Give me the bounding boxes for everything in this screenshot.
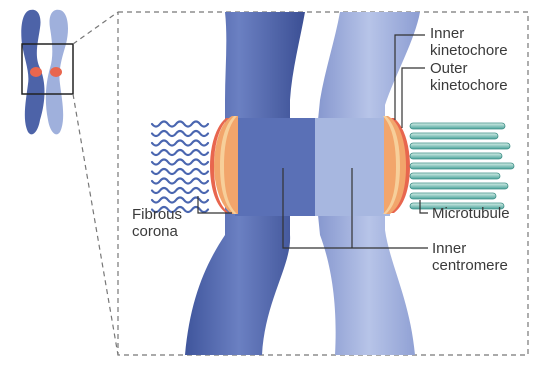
microtubule-label-text: Microtubule <box>432 205 510 222</box>
microtubule-strand <box>410 123 505 129</box>
inner-kinetochore-label-line2: kinetochore <box>430 42 508 59</box>
microtubule-strand <box>410 143 510 149</box>
outer-kinetochore-leader <box>402 68 425 128</box>
fibrous-corona-label: Fibrous corona <box>132 206 182 240</box>
inner-centromere-label: Inner centromere <box>432 240 508 274</box>
corona-fiber <box>152 122 208 127</box>
corona-fiber <box>152 188 208 193</box>
corona-fiber <box>152 198 208 203</box>
microtubule-label: Microtubule <box>432 205 510 222</box>
inner-kinetochore-label: Inner kinetochore <box>430 25 508 59</box>
centromere-dark-half <box>235 118 315 216</box>
inner-kinetochore-label-line1: Inner <box>430 25 508 42</box>
corona-fiber <box>152 179 208 184</box>
fibrous-corona <box>152 122 208 213</box>
inner-centromere-label-line2: centromere <box>432 257 508 274</box>
outer-kinetochore-label-line1: Outer <box>430 60 508 77</box>
microtubules <box>410 123 514 209</box>
corona-fiber <box>152 131 208 136</box>
microtubule-strand <box>410 153 502 159</box>
outer-kinetochore-label-line2: kinetochore <box>430 77 508 94</box>
corona-fiber <box>152 160 208 165</box>
fibrous-corona-label-line1: Fibrous <box>132 206 182 223</box>
microtubule-strand <box>410 193 496 199</box>
microtubule-strand <box>410 183 508 189</box>
fibrous-corona-label-line2: corona <box>132 223 182 240</box>
inner-centromere-label-line1: Inner <box>432 240 508 257</box>
whole-chromosome-icon <box>21 10 73 135</box>
right-kinetochore <box>383 116 410 214</box>
corona-fiber <box>152 169 208 174</box>
microtubule-strand <box>410 133 498 139</box>
corona-fiber <box>152 141 208 146</box>
corona-fiber <box>152 150 208 155</box>
microtubule-strand <box>410 163 514 169</box>
outer-kinetochore-label: Outer kinetochore <box>430 60 508 94</box>
microtubule-strand <box>410 173 500 179</box>
left-kinetochore <box>210 116 238 214</box>
